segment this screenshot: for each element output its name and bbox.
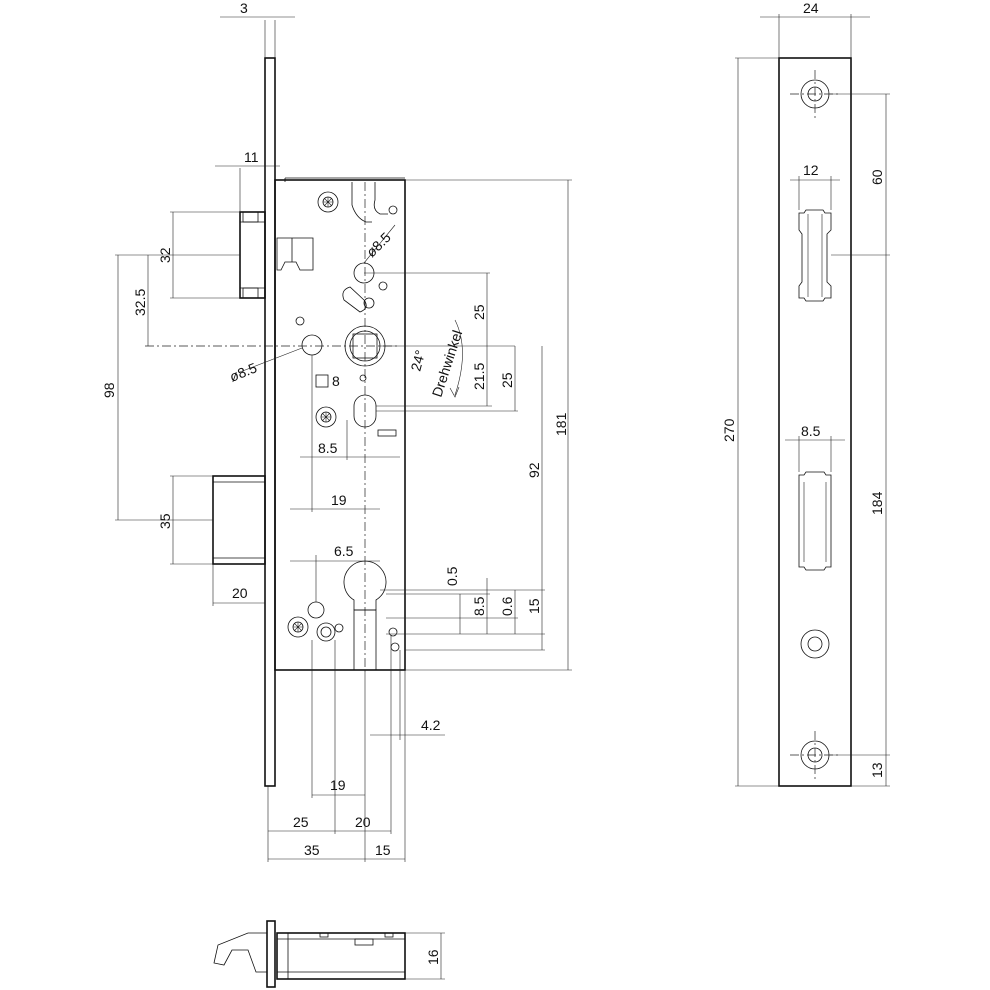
dim-spacing-25-b: 25 [499,372,515,388]
top-case [276,932,406,980]
top-view: 16 [213,920,445,988]
dim-0-5: 0.5 [444,566,460,586]
top-faceplate [266,920,276,988]
dead-bolt [212,475,266,565]
dim-35-bottom: 35 [304,842,320,858]
dim-0-6: 0.6 [499,596,515,616]
dim-15-vertical: 15 [526,598,542,614]
dim-spacing-21-5: 21.5 [471,363,487,390]
screw-bottom [287,616,309,638]
dim-spacing-25-a: 25 [471,304,487,320]
side-view: 24 60 12 270 8.5 184 13 [721,0,890,787]
dim-bolt-depth: 11 [244,149,259,165]
faceplate [264,57,276,787]
dim-square: 8 [332,373,340,389]
latch-tail [276,237,314,271]
dim-latch-offset: 32.5 [132,289,148,316]
square-symbol [315,374,329,388]
dim-hole-dia-top: ø8.5 [363,229,394,260]
lock-case [274,179,406,671]
top-latch [213,932,267,973]
dim-side-width: 24 [803,0,819,16]
dim-25-bottom: 25 [293,814,309,830]
bolt-opening [798,471,832,571]
dim-19-lower: 19 [330,777,346,793]
dim-bolt-height: 35 [157,513,173,529]
faceplate-cylinder-hole [800,629,830,659]
dim-4-2: 4.2 [421,717,441,733]
dim-20-bottom: 20 [355,814,371,830]
dim-faceplate-thickness: 3 [240,0,248,16]
latch-opening [798,209,832,302]
dim-top-height: 16 [425,949,441,965]
screw-top [317,191,339,213]
dim-19-upper: 19 [331,492,347,508]
dim-follower-to-bolt: 98 [101,382,117,398]
dim-hole-dia-left-value: 8.5 [235,359,259,381]
dim-bolt-projection: 20 [232,585,248,601]
dim-latch-width: 12 [803,162,819,178]
dim-angle: 24° [407,348,428,373]
dim-total-length: 270 [721,418,737,442]
dim-angle-word: Drehwinkel [429,328,466,399]
latch-bolt [239,211,266,299]
faceplate-front [778,57,852,787]
dim-hole-dia-left: ø8.5 [227,359,259,384]
dim-bottom-hole: 13 [869,762,885,778]
dim-15-bottom: 15 [375,842,391,858]
dim-top-to-latch: 60 [869,169,885,185]
dim-6-5: 6.5 [334,543,354,559]
front-view: 3 11 32 32.5 98 35 20 ø8.5 ø8.5 [101,0,572,862]
dim-181: 181 [553,412,569,436]
screw-middle [315,406,337,428]
dim-92: 92 [526,462,542,478]
dim-bolt-width: 8.5 [801,423,821,439]
dim-8-5-horizontal: 8.5 [318,440,338,456]
follower-left-hole [301,334,323,356]
dim-8-5-vertical: 8.5 [471,596,487,616]
dim-latch-to-bottom: 184 [869,491,885,515]
